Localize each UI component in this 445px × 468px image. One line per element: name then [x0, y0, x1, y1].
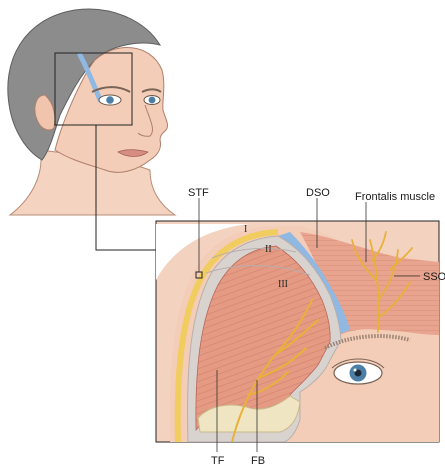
eyebrow [91, 86, 131, 93]
inset-highlight [353, 368, 357, 372]
zone-i: I [244, 224, 247, 235]
inset-eyebrow [324, 334, 411, 350]
eyebrow-right [141, 88, 162, 93]
leader-lines [198, 198, 420, 452]
iris-right [148, 96, 156, 104]
label-dso: DSO [306, 187, 330, 199]
supraorbital-nerve-branches [351, 231, 413, 333]
inset-eyelid [331, 358, 385, 369]
dermis-stripe [174, 229, 279, 442]
face [54, 47, 168, 173]
temporalis-muscle [195, 245, 331, 432]
zone-line-2 [205, 265, 311, 276]
temporal-line [77, 52, 103, 103]
nose [137, 104, 153, 137]
lips [117, 149, 149, 157]
fat-pad [197, 395, 301, 433]
zone-ii: II [265, 244, 272, 255]
label-stf: STF [188, 187, 209, 199]
region-box [54, 52, 133, 126]
iris-left [106, 96, 114, 104]
connector-line [95, 125, 157, 251]
zone-line-1 [211, 247, 297, 259]
label-tf: TF [211, 455, 225, 467]
scalp-band [156, 224, 250, 280]
label-fb: FB [251, 455, 265, 467]
zone-iii: III [278, 279, 288, 290]
ear [34, 94, 56, 131]
inset-pupil [354, 369, 362, 377]
facial-nerve-branches [231, 299, 319, 442]
detail-inset: I II III [155, 220, 440, 443]
head-illustration [7, 8, 177, 216]
label-frontalis: Frontalis muscle [355, 191, 435, 203]
label-sso: SSO [423, 271, 445, 283]
